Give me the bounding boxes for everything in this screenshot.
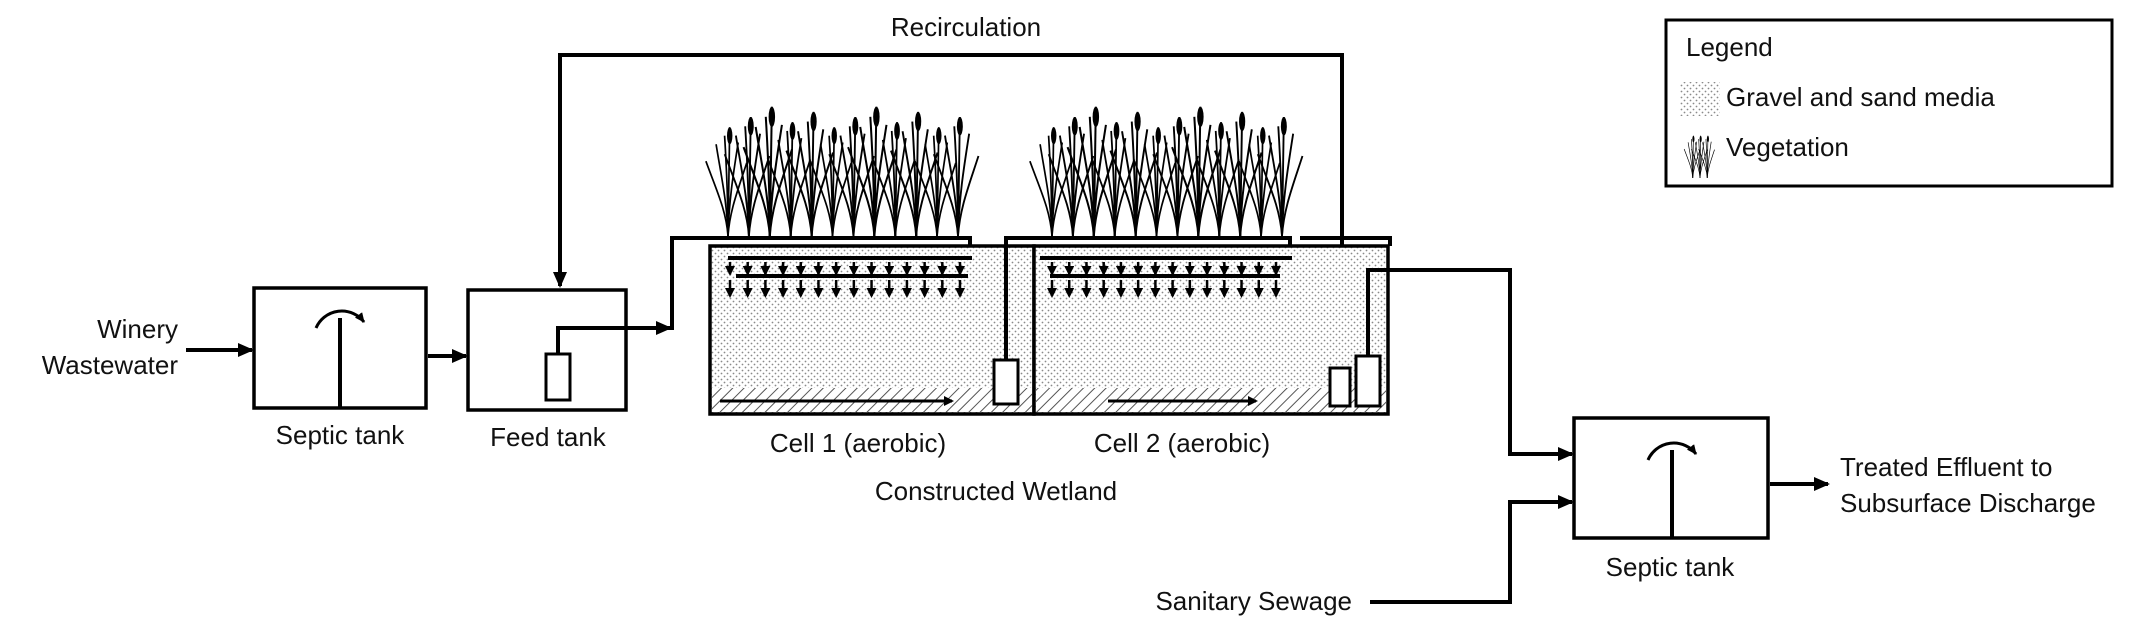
constructed-wetland-label: Constructed Wetland [875, 476, 1117, 506]
output-label-line1: Treated Effluent to [1840, 452, 2052, 482]
mixing-arrow-icon [1646, 441, 1698, 461]
feed-tank [466, 288, 672, 412]
sanitary-sewage-label: Sanitary Sewage [1155, 586, 1352, 616]
wetland-cell-2 [1006, 105, 1574, 461]
feed-tank-label: Feed tank [490, 422, 607, 452]
septic-tank-2 [1572, 416, 1770, 540]
vegetation-cell-1 [705, 105, 980, 238]
output-label-line2: Subsurface Discharge [1840, 488, 2096, 518]
distribution-arrows-cell-1 [725, 262, 965, 298]
legend-title: Legend [1686, 32, 1773, 62]
sanitary-inflow-arrow [1370, 495, 1574, 604]
legend-item-gravel: Gravel and sand media [1726, 82, 1995, 112]
gravel-swatch-icon [1680, 82, 1720, 116]
mixing-arrow-icon [314, 309, 366, 329]
legend: Legend Gravel and sand media Vegetation [1664, 18, 2114, 188]
plant-icon [705, 126, 748, 237]
distribution-arrows-cell-2 [1047, 262, 1281, 298]
legend-item-vegetation: Vegetation [1726, 132, 1849, 162]
cell-1-label: Cell 1 (aerobic) [770, 428, 946, 458]
recirculation-label: Recirculation [891, 12, 1041, 42]
pump-icon [544, 352, 572, 402]
winery-label-line1: Winery [97, 314, 178, 344]
wetland-cell-1 [705, 105, 1036, 416]
recirculation-line [553, 53, 1344, 398]
septic-tank-1 [252, 286, 428, 410]
septic-tank-2-label: Septic tank [1606, 552, 1736, 582]
plant-icon [1029, 126, 1072, 237]
septic-tank-1-label: Septic tank [276, 420, 406, 450]
cell-2-label: Cell 2 (aerobic) [1094, 428, 1270, 458]
vegetation-cell-2 [1029, 105, 1304, 238]
winery-label-line2: Wastewater [42, 350, 179, 380]
